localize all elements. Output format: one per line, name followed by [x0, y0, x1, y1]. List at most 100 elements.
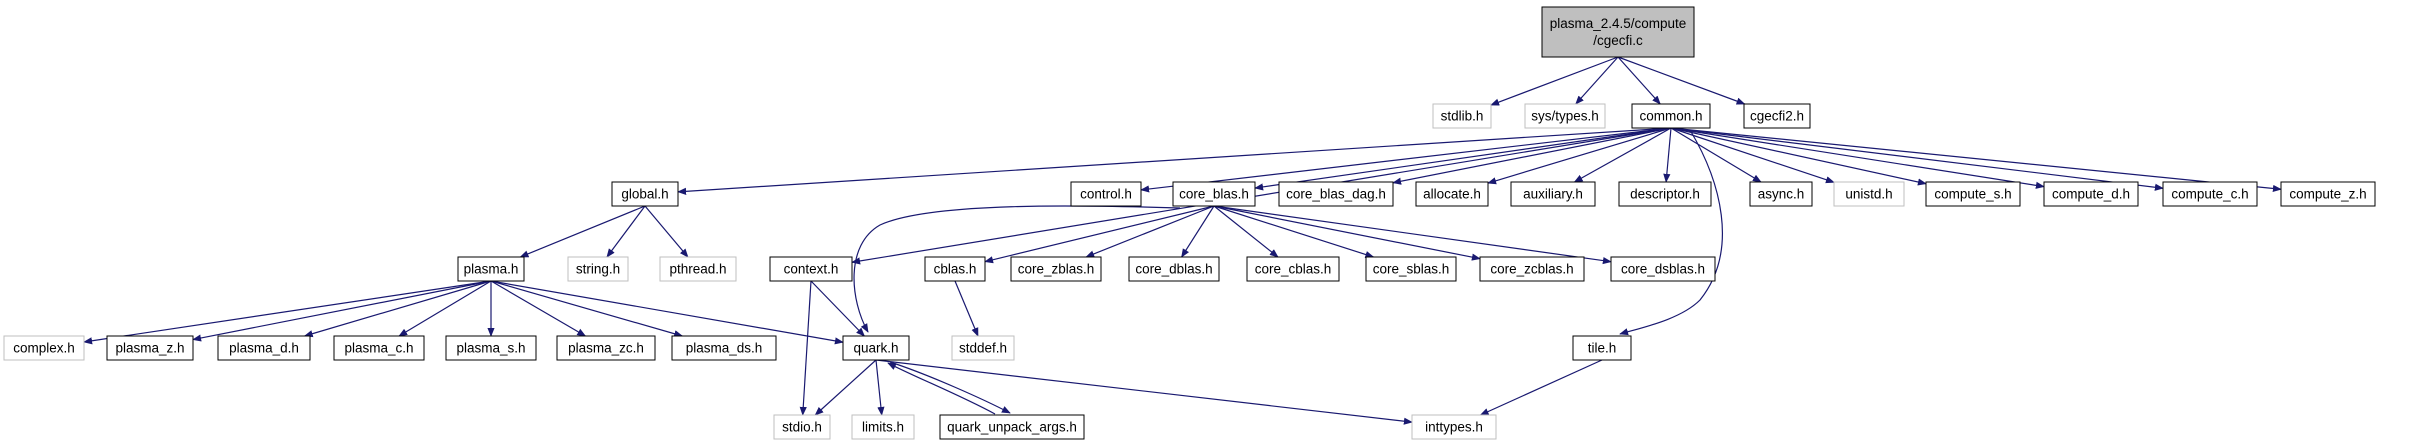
- node-box: [1743, 103, 1811, 129]
- node-box: [106, 335, 194, 361]
- node-unistd: unistd.h: [1833, 181, 1905, 207]
- edge-global-to-plasma: [519, 205, 646, 258]
- node-control[interactable]: control.h: [1070, 181, 1142, 207]
- node-label: pthread.h: [669, 262, 726, 277]
- node-systypes: sys/types.h: [1524, 103, 1606, 129]
- edge-plasma-to-plasmac: [398, 280, 492, 337]
- node-box: [1246, 256, 1340, 282]
- node-label: core_dblas.h: [1135, 262, 1212, 277]
- node-computec[interactable]: compute_c.h: [2162, 181, 2258, 207]
- node-label: common.h: [1639, 109, 1702, 124]
- node-quark[interactable]: quark.h: [842, 335, 910, 361]
- node-box: [1610, 256, 1716, 282]
- node-corezcblas[interactable]: core_zcblas.h: [1479, 256, 1585, 282]
- node-box: [611, 181, 679, 207]
- node-plasmas[interactable]: plasma_s.h: [445, 335, 537, 361]
- node-label: stddef.h: [959, 341, 1007, 356]
- node-coreblas[interactable]: core_blas.h: [1172, 181, 1256, 207]
- node-common[interactable]: common.h: [1631, 103, 1711, 129]
- node-coredblas[interactable]: core_dblas.h: [1128, 256, 1220, 282]
- node-box: [659, 256, 737, 282]
- node-plasmaz[interactable]: plasma_z.h: [106, 335, 194, 361]
- edge-common-to-computes: [1670, 127, 1927, 186]
- edge-common-to-context: [851, 127, 1672, 265]
- edge-context-to-quark: [810, 280, 865, 337]
- edge-common-to-unistd: [1670, 127, 1835, 184]
- node-corecblas[interactable]: core_cblas.h: [1246, 256, 1340, 282]
- edge-common-to-global: [677, 127, 1672, 195]
- node-descriptor[interactable]: descriptor.h: [1618, 181, 1712, 207]
- edge-plasma-to-quark: [490, 280, 844, 345]
- node-stddef: stddef.h: [951, 335, 1015, 361]
- node-label: cgecfi2.h: [1750, 109, 1804, 124]
- node-label: core_dsblas.h: [1621, 262, 1705, 277]
- edge-tile-to-inttypes: [1479, 359, 1603, 416]
- edge-coreblas-to-cblas: [984, 205, 1215, 264]
- node-label: plasma_d.h: [229, 341, 299, 356]
- node-coreblasdag[interactable]: core_blas_dag.h: [1278, 181, 1394, 207]
- node-label: core_cblas.h: [1255, 262, 1332, 277]
- edge-plasma-to-plasmads: [490, 280, 684, 338]
- node-box: [951, 335, 1015, 361]
- node-box: [773, 414, 831, 440]
- node-plasma[interactable]: plasma.h: [457, 256, 525, 282]
- node-label: limits.h: [862, 420, 904, 435]
- edge-root-to-cgecfi2: [1617, 56, 1746, 105]
- node-label: compute_d.h: [2052, 187, 2130, 202]
- node-auxiliary[interactable]: auxiliary.h: [1510, 181, 1596, 207]
- node-box: [1618, 181, 1712, 207]
- edge-coreblas-to-coredblas: [1181, 205, 1215, 258]
- node-string: string.h: [567, 256, 629, 282]
- node-global[interactable]: global.h: [611, 181, 679, 207]
- node-context[interactable]: context.h: [769, 256, 853, 282]
- node-cgecfi2[interactable]: cgecfi2.h: [1743, 103, 1811, 129]
- node-box: [2043, 181, 2139, 207]
- node-label: unistd.h: [1845, 187, 1892, 202]
- node-corezblas[interactable]: core_zblas.h: [1010, 256, 1102, 282]
- edge-plasma-to-plasmad: [303, 280, 492, 338]
- node-computes[interactable]: compute_s.h: [1925, 181, 2021, 207]
- edge-common-to-allocate: [1487, 127, 1672, 185]
- node-plasmad[interactable]: plasma_d.h: [217, 335, 311, 361]
- node-plasmac[interactable]: plasma_c.h: [333, 335, 425, 361]
- node-label: complex.h: [13, 341, 75, 356]
- node-label: stdio.h: [782, 420, 822, 435]
- node-box: [1172, 181, 1256, 207]
- node-complex: complex.h: [3, 335, 85, 361]
- node-box: [2162, 181, 2258, 207]
- node-coredsblas[interactable]: core_dsblas.h: [1610, 256, 1716, 282]
- node-box: [769, 256, 853, 282]
- edge-common-to-computec: [1670, 127, 2164, 191]
- node-cblas[interactable]: cblas.h: [924, 256, 986, 282]
- node-box: [1541, 6, 1695, 58]
- edge-common-to-auxiliary: [1573, 127, 1672, 183]
- edge-common-to-tile: [1619, 129, 1723, 336]
- node-box: [1278, 181, 1394, 207]
- node-box: [671, 335, 777, 361]
- node-box: [445, 335, 537, 361]
- node-allocate[interactable]: allocate.h: [1415, 181, 1489, 207]
- node-root[interactable]: plasma_2.4.5/compute/cgecfi.c: [1541, 6, 1695, 58]
- node-box: [1631, 103, 1711, 129]
- edge-coreblas-to-corezblas: [1085, 205, 1215, 258]
- node-computed[interactable]: compute_d.h: [2043, 181, 2139, 207]
- node-label: async.h: [1758, 187, 1805, 202]
- node-label: /cgecfi.c: [1593, 33, 1643, 48]
- node-tile[interactable]: tile.h: [1572, 335, 1632, 361]
- edge-plasma-to-complex: [83, 280, 492, 345]
- node-box: [556, 335, 656, 361]
- node-box: [567, 256, 629, 282]
- node-async[interactable]: async.h: [1749, 181, 1813, 207]
- node-coresblas[interactable]: core_sblas.h: [1365, 256, 1457, 282]
- edge-common-to-coreblas: [1254, 127, 1672, 191]
- node-inttypes: inttypes.h: [1411, 414, 1497, 440]
- node-plasmazc[interactable]: plasma_zc.h: [556, 335, 656, 361]
- node-computez[interactable]: compute_z.h: [2280, 181, 2376, 207]
- node-label: control.h: [1080, 187, 1132, 202]
- node-label: auxiliary.h: [1523, 187, 1583, 202]
- node-label: plasma_2.4.5/compute: [1550, 16, 1687, 31]
- node-label: quark.h: [853, 341, 898, 356]
- edge-common-to-control: [1140, 127, 1672, 193]
- node-quarkunpack[interactable]: quark_unpack_args.h: [939, 414, 1085, 440]
- node-plasmads[interactable]: plasma_ds.h: [671, 335, 777, 361]
